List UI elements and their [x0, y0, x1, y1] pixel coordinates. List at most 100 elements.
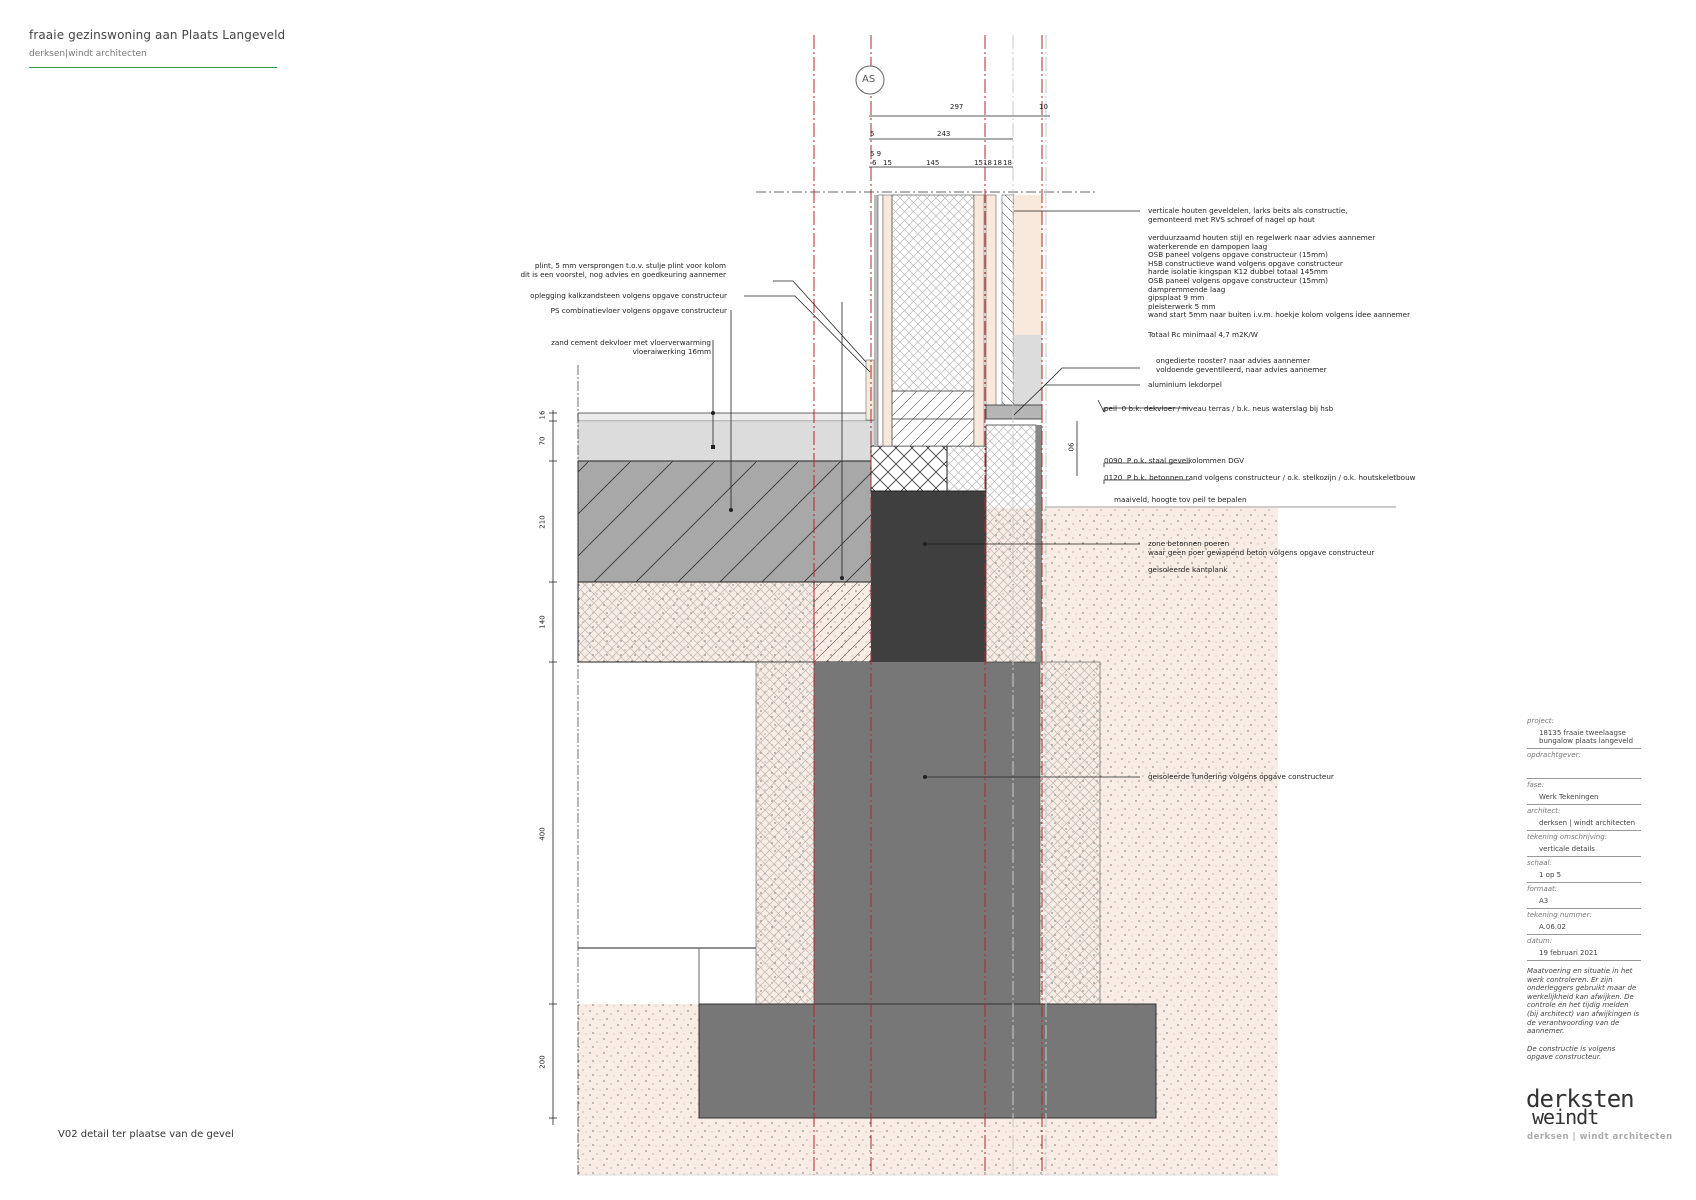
note-line: wand start 5mm naar buiten i.v.m. hoekje…	[1148, 310, 1411, 320]
note-line: voldoende geventileerd, naar advies aann…	[1156, 364, 1327, 374]
level-value: P	[1126, 456, 1132, 465]
note-fundering: geisoleerde fundering volgens opgave con…	[1148, 772, 1334, 782]
tb-value: 19 februari 2021	[1539, 949, 1598, 957]
firm-subtitle: derksen|windt architecten	[29, 49, 147, 59]
drawing-title: fraaie gezinswoning aan Plaats Langeveld	[29, 28, 286, 42]
tb-label: datum:	[1527, 937, 1553, 945]
dim-297: 297	[950, 103, 964, 111]
note-line: PS combinatievloer volgens opgave constr…	[550, 306, 727, 315]
dim-5: 5	[870, 130, 875, 138]
dim-left-16: 16	[538, 410, 547, 420]
dim-left-400: 400	[538, 827, 547, 841]
note-line: aluminium lekdorpel	[1148, 380, 1222, 389]
level-text: o.k. staal gevelkolommen DGV	[1133, 456, 1245, 465]
note-wall-buildup: verduurzaamd houten stijl en regelwerk n…	[1148, 233, 1411, 320]
tb-project: project: 18135 fraaie tweelaagse bungalow…	[1527, 715, 1641, 749]
tb-value: Werk Tekeningen	[1539, 793, 1599, 801]
tb-label: opdrachtgever:	[1527, 751, 1581, 759]
detail-caption: V02 detail ter plaatse van de gevel	[58, 1129, 234, 1140]
note-line: dampremmende laag	[1148, 284, 1226, 294]
dim-10: 10	[1039, 103, 1048, 111]
note-plint: plint, 5 mm versprongen t.o.v. stulje pl…	[520, 261, 726, 279]
level-code: peil	[1104, 404, 1117, 413]
dim-left-140: 140	[538, 615, 547, 629]
tb-label: tekening omschrijving:	[1527, 833, 1608, 841]
note-line: OSB paneel volgens opgave constructeur (…	[1148, 275, 1328, 285]
tb-architect: architect:derksen | windt architecten	[1527, 805, 1641, 831]
note-line: harde isolatie kingspan K12 dubbel totaa…	[1148, 267, 1328, 277]
logo-bottom: weindt	[1532, 1105, 1599, 1129]
tb-value: 1 op 5	[1539, 871, 1562, 879]
note-line: waar geen poer gewapend beton volgens op…	[1148, 547, 1375, 557]
grid-bubble-label: AS	[862, 74, 876, 85]
tb-disclaimer-2: De constructie is volgens opgave constru…	[1527, 1044, 1616, 1062]
tb-label: fase:	[1527, 781, 1545, 789]
tb-label: formaat:	[1527, 885, 1558, 893]
note-line: dit is een voorstel, nog advies en goedk…	[520, 269, 726, 279]
note-line: oplegging kalkzandsteen volgens opgave c…	[530, 291, 727, 300]
level-maaiveld: maaiveld, hoogte tov peil te bepalen	[1114, 495, 1247, 505]
dim-5-9: 5 9	[870, 150, 882, 158]
dim-243: 243	[937, 130, 951, 138]
tb-fase: fase: Werk Tekeningen	[1527, 779, 1641, 805]
level-peil: peil 0 b.k. dekvloer / niveau terras / b…	[1104, 404, 1333, 414]
tb-label: project:	[1527, 717, 1554, 725]
tb-omschrijving: tekening omschrijving: verticale details	[1527, 831, 1641, 857]
tb-nummer: tekening nummer:A.06.02	[1527, 909, 1641, 935]
note-line: plint, 5 mm versprongen t.o.v. stulje pl…	[534, 261, 726, 270]
note-geveldelen: verticale houten geveldelen, larks beits…	[1148, 206, 1348, 224]
dim-left-210: 210	[538, 515, 547, 529]
tb-opdrachtgever: opdrachtgever:	[1527, 749, 1641, 779]
note-kantplank: geisoleerde kantplank	[1148, 565, 1228, 575]
logo-top: derksten	[1526, 1085, 1635, 1113]
note-line: verticale houten geveldelen, larks beits…	[1148, 206, 1348, 215]
tb-label: tekening nummer:	[1527, 911, 1592, 919]
level-text: maaiveld, hoogte tov peil te bepalen	[1114, 495, 1247, 504]
dim-15b: 15	[974, 159, 983, 167]
tb-value: verticale details	[1539, 845, 1595, 853]
note-line: waterkerende en dampopen laag	[1148, 241, 1268, 251]
tb-value: A3	[1539, 897, 1549, 905]
dim-18a: 18	[983, 159, 992, 167]
level-0090: 0090 P o.k. staal gevelkolommen DGV	[1104, 456, 1245, 466]
note-line: ongedierte rooster? naar advies aannemer	[1156, 356, 1311, 365]
logo-subtitle: derksen | windt architecten	[1527, 1132, 1673, 1142]
header-divider	[29, 67, 277, 68]
level-text: b.k. betonnen rand volgens constructeur …	[1133, 473, 1416, 482]
tb-label: schaal:	[1527, 859, 1552, 867]
note-line: HSB constructieve wand volgens opgave co…	[1148, 258, 1343, 268]
level-value: P	[1126, 473, 1132, 482]
tb-datum: datum: 19 februari 2021	[1527, 935, 1641, 961]
tb-value: 18135 fraaie tweelaagse bungalow plaats …	[1539, 729, 1634, 745]
note-line: zand cement dekvloer met vloerverwarming	[551, 338, 711, 347]
dim-18b: 18	[993, 159, 1002, 167]
note-oplegging: oplegging kalkzandsteen volgens opgave c…	[530, 291, 727, 301]
note-lekdorpel: aluminium lekdorpel	[1148, 380, 1222, 390]
note-line: zone betonnen poeren	[1148, 539, 1230, 548]
note-ps-vloer: PS combinatievloer volgens opgave constr…	[550, 306, 727, 316]
level-value: 0	[1121, 404, 1127, 413]
tb-label: architect:	[1527, 807, 1561, 815]
note-poeren: zone betonnen poeren waar geen poer gewa…	[1148, 539, 1375, 557]
dim-left-200: 200	[538, 1055, 547, 1069]
dim-15a: 15	[883, 159, 892, 167]
dim-left-70: 70	[538, 436, 547, 446]
note-rooster: ongedierte rooster? naar advies aannemer…	[1156, 356, 1327, 374]
note-line: Totaal Rc minimaal 4,7 m2K/W	[1148, 330, 1258, 339]
note-line: gipsplaat 9 mm	[1148, 293, 1205, 303]
firm-logo: derksten weindt	[1526, 1085, 1635, 1129]
tb-disclaimer: Maatvoering en situatie in het werk cont…	[1527, 967, 1640, 1036]
tb-schaal: schaal: 1 op 5	[1527, 857, 1641, 883]
dim-right-90: 90	[1066, 442, 1075, 452]
note-line: pleisterwerk 5 mm	[1148, 301, 1216, 311]
note-dekvloer: zand cement dekvloer met vloerverwarming…	[551, 338, 711, 356]
note-rc: Totaal Rc minimaal 4,7 m2K/W	[1148, 330, 1258, 340]
note-line: OSB paneel volgens opgave constructeur (…	[1148, 250, 1328, 260]
level-0120: 0120 P b.k. betonnen rand volgens constr…	[1104, 473, 1416, 483]
level-code: 0090	[1104, 456, 1123, 465]
dim-145: 145	[926, 159, 940, 167]
title-block: project: 18135 fraaie tweelaagse bungalow…	[1527, 715, 1641, 1062]
dim-18c: 18	[1003, 159, 1012, 167]
note-line: geisoleerde kantplank	[1148, 565, 1228, 574]
